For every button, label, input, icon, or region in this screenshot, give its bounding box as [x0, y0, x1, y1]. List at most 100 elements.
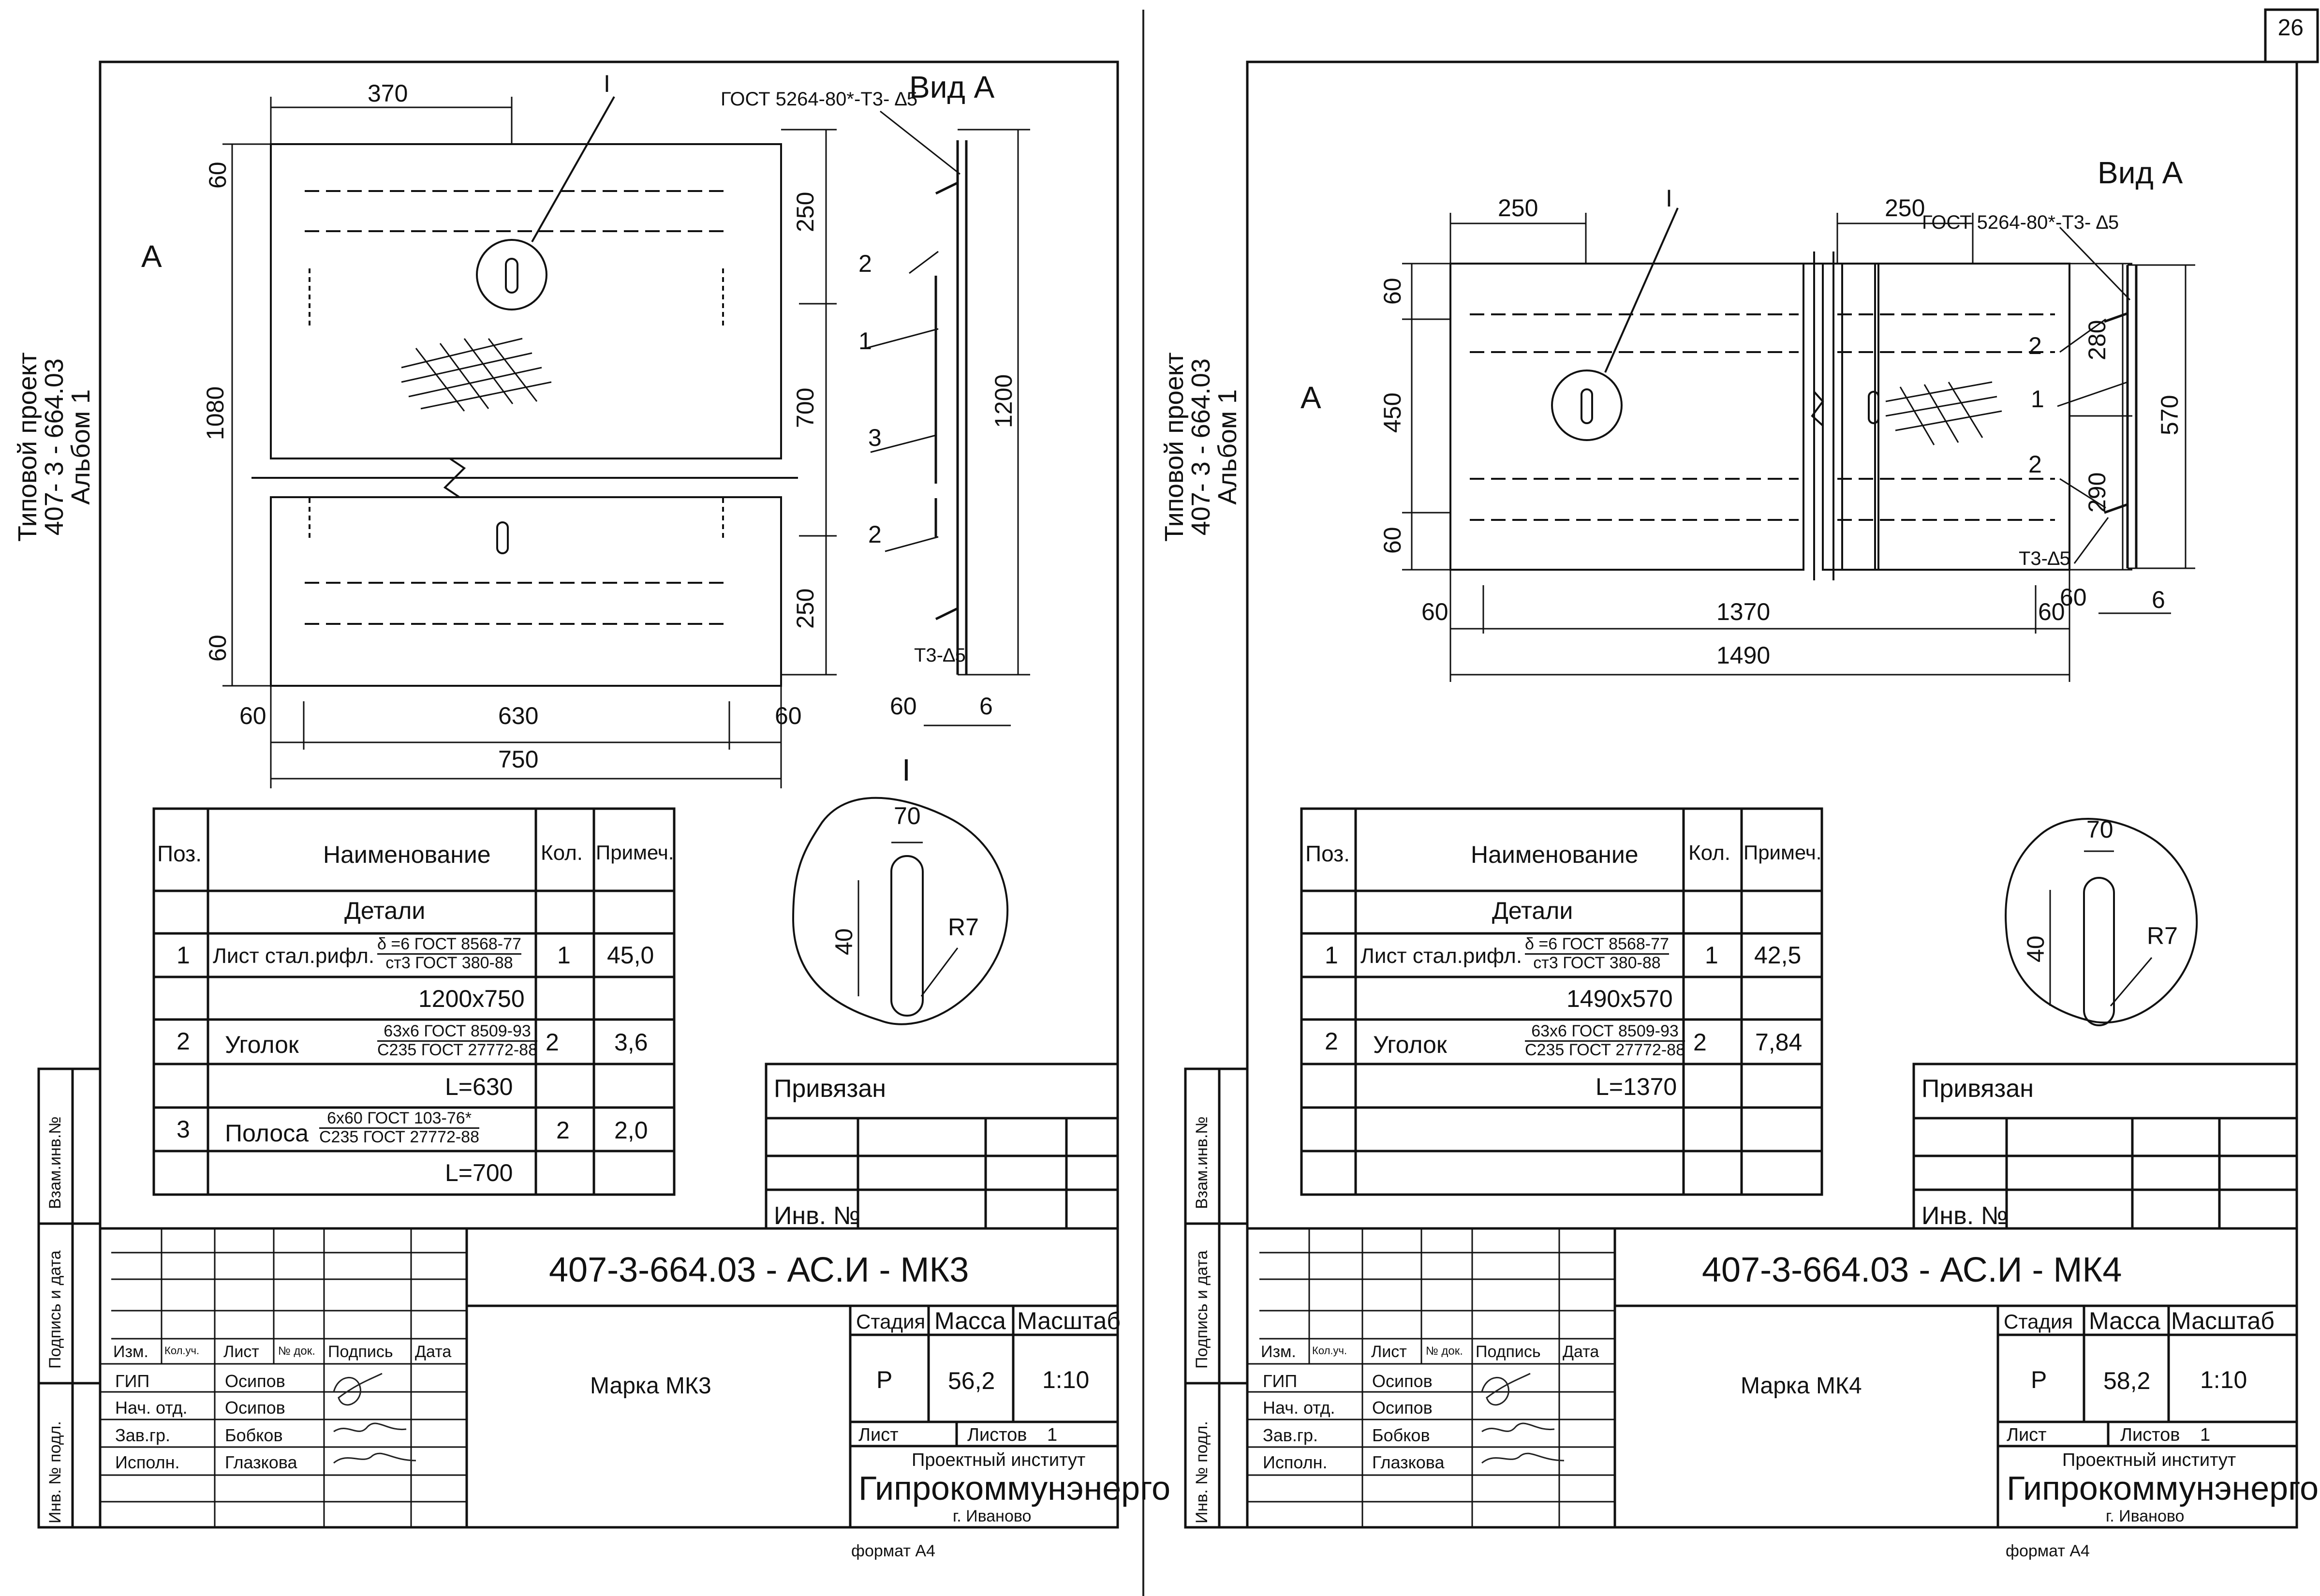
person-gip-right: Осипов	[1372, 1371, 1433, 1391]
col-doc: № док.	[278, 1345, 315, 1358]
row2-name: Уголок	[225, 1031, 299, 1058]
drawing-code: 407-3-664.03 - АС.И - МК3	[549, 1251, 969, 1289]
dim-left-top-right: 60	[1379, 278, 1406, 305]
dim-top-right: 250	[1885, 194, 1925, 222]
dim-left-top: 60	[204, 162, 231, 189]
institute-city: г. Иваново	[953, 1507, 1032, 1525]
scale-label-right: Масштаб	[2171, 1307, 2275, 1334]
sheets-label: Листов	[967, 1425, 1027, 1445]
row1-sub-right: 1490х570	[1566, 985, 1673, 1012]
row2-sub: L=630	[445, 1073, 513, 1100]
section-pos-2-right: 1	[2031, 385, 2044, 413]
detail-height: 40	[830, 928, 857, 955]
dim-top: 370	[368, 80, 408, 107]
detail-width: 70	[894, 802, 921, 829]
row1-spec: δ =6 ГОСТ 8568-77 ст3 ГОСТ 380-88	[377, 935, 521, 972]
side-title-line-2: 407- 3 - 664.03	[40, 358, 69, 536]
row3-pos: 3	[177, 1116, 190, 1143]
dim-right-a-right: 280	[2084, 320, 2111, 360]
spec-header-qty-right: Кол.	[1688, 841, 1731, 865]
row2-sub-right: L=1370	[1596, 1073, 1677, 1100]
dim-bottom-total-right: 1490	[1716, 642, 1771, 669]
format-label: формат А4	[851, 1542, 935, 1560]
section-height: 1200	[990, 374, 1017, 428]
spec-header-note: Примеч.	[596, 841, 674, 864]
col-list-right: Лист	[1371, 1343, 1407, 1361]
side-title-line-1-right: Типовой проект	[1160, 352, 1189, 542]
institute-name: Гипрокоммунэнерго	[858, 1469, 1171, 1507]
role-nach-right: Нач. отд.	[1263, 1398, 1335, 1418]
gost-weld-note-right: ГОСТ 5264-80*-Т3- ∆5	[1922, 212, 2119, 233]
section-w2: 6	[979, 693, 993, 720]
stamp-inv-label-right: Инв. № подл.	[1193, 1421, 1211, 1523]
row2-spec: 63х6 ГОСТ 8509-93 С235 ГОСТ 27772-88	[377, 1022, 538, 1059]
dim-bottom-a: 60	[239, 702, 266, 729]
col-kol-uch-right: Кол.уч.	[1312, 1345, 1347, 1357]
person-ispoln-right: Глазкова	[1372, 1452, 1445, 1472]
privyazan-label: Привязан	[774, 1075, 887, 1103]
role-gip: ГИП	[115, 1371, 150, 1391]
row3-spec-top: 6х60 ГОСТ 103-76*	[319, 1109, 480, 1129]
mass-label-right: Масса	[2089, 1307, 2160, 1334]
row1-name: Лист стал.рифл.	[213, 944, 375, 968]
dim-bottom-b: 630	[498, 702, 539, 729]
dim-left-bot-right: 60	[1379, 527, 1406, 554]
drawing-mark-name-right: Марка МК4	[1741, 1373, 1862, 1399]
dim-top-left: 250	[1498, 194, 1538, 222]
stamp-vzam-label: Взам.инв.№	[46, 1116, 64, 1209]
inv-no-label: Инв. №	[774, 1202, 860, 1230]
node-mark: I	[604, 70, 610, 97]
spec-header-pos: Поз.	[157, 841, 202, 866]
row2-pos: 2	[177, 1028, 190, 1055]
drawing-sheet-mk3: Типовой проект 407- 3 - 664.03 Альбом 1 …	[13, 10, 1170, 1596]
stamp-podpis-label-right: Подпись и дата	[1193, 1250, 1211, 1369]
row3-qty: 2	[556, 1117, 570, 1144]
spec-header-name-right: Наименование	[1471, 841, 1639, 868]
sheets-label-right: Листов	[2120, 1425, 2180, 1445]
section-pos-3: 3	[868, 424, 882, 451]
col-podpis: Подпись	[328, 1343, 393, 1361]
row2-name-right: Уголок	[1373, 1031, 1447, 1058]
institute-city-right: г. Иваново	[2106, 1507, 2185, 1525]
side-title-line-3-right: Альбом 1	[1213, 389, 1242, 505]
row3-name: Полоса	[225, 1120, 309, 1147]
section-w1: 60	[890, 693, 917, 720]
scale-label: Масштаб	[1017, 1307, 1121, 1334]
person-ispoln: Глазкова	[225, 1452, 297, 1472]
row1-qty: 1	[557, 942, 571, 969]
drawing-sheet-mk4: 2 6 Типовой проект 407- 3 - 664.03 Альбом…	[1160, 0, 2320, 1596]
format-label-right: формат А4	[2006, 1542, 2090, 1560]
row1-sub: 1200х750	[418, 985, 525, 1012]
spec-header-name: Наименование	[323, 841, 491, 868]
section-w1-right: 60	[2060, 584, 2087, 611]
side-title-line-2-right: 407- 3 - 664.03	[1186, 358, 1216, 536]
view-a-title-right: Вид А	[2098, 155, 2183, 190]
section-mark-a: А	[141, 239, 162, 274]
row1-name-right: Лист стал.рифл.	[1360, 944, 1522, 968]
mass-value: 56,2	[948, 1367, 995, 1394]
dim-bottom-b-right: 1370	[1716, 598, 1771, 625]
drawing-linework-mk4	[1184, 8, 2319, 1529]
row2-qty-right: 2	[1693, 1029, 1707, 1056]
dim-right-a: 250	[792, 192, 819, 232]
col-data: Дата	[415, 1343, 452, 1361]
section-pos-1-right: 2	[2028, 332, 2042, 359]
dim-left-mid: 1080	[202, 386, 229, 440]
row2-spec-bot-right: С235 ГОСТ 27772-88	[1525, 1040, 1685, 1059]
role-ispoln-right: Исполн.	[1263, 1452, 1328, 1472]
dim-bottom-a-right: 60	[1421, 598, 1448, 625]
row2-spec-bot: С235 ГОСТ 27772-88	[377, 1040, 538, 1059]
side-project-title-right: Типовой проект 407- 3 - 664.03 Альбом 1	[1160, 352, 1242, 542]
sheets-value-right: 1	[2200, 1425, 2211, 1445]
row1-qty-right: 1	[1705, 942, 1718, 969]
section-w2-right: 6	[2152, 586, 2165, 613]
row2-qty: 2	[546, 1029, 559, 1056]
dim-left-bot: 60	[204, 635, 231, 662]
row2-spec-top: 63х6 ГОСТ 8509-93	[377, 1022, 538, 1042]
col-izm-right: Изм.	[1261, 1343, 1296, 1361]
weld-note-short: Т3-∆5	[914, 645, 966, 666]
node-mark-right: I	[1666, 185, 1672, 212]
section-mark-a-right: А	[1300, 380, 1321, 415]
dim-right-c: 250	[792, 588, 819, 629]
institute-name-right: Гипрокоммунэнерго	[2007, 1469, 2319, 1507]
